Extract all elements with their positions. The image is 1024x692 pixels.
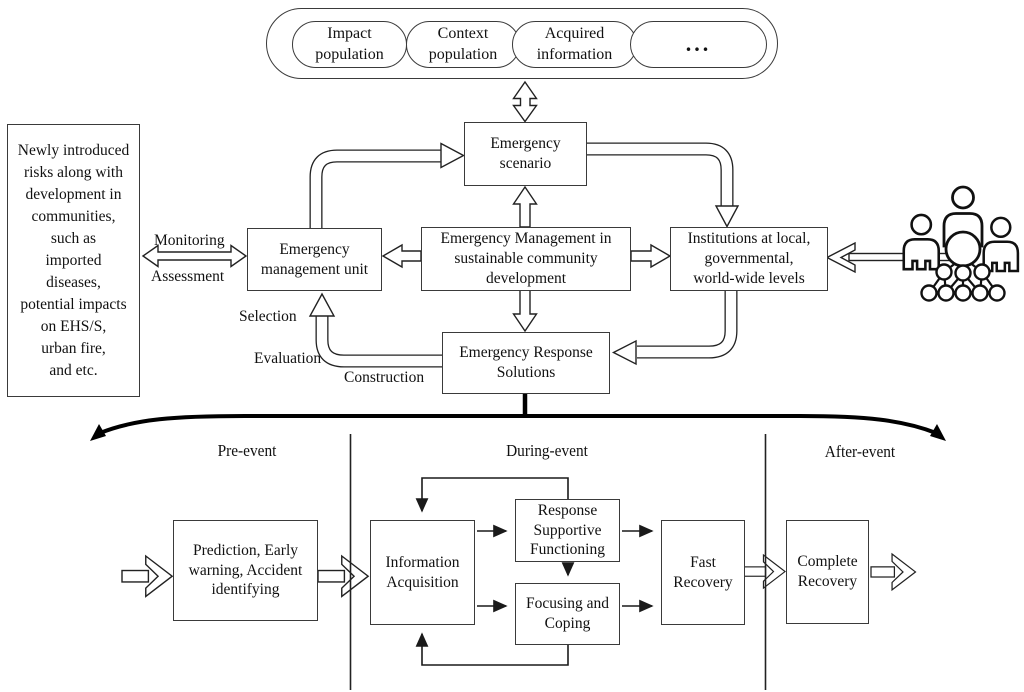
box-emergency-management-center: Emergency Management in sustainable comm… bbox=[421, 227, 631, 291]
flow-arrows bbox=[415, 477, 654, 666]
timeline-brace-arrow bbox=[90, 394, 946, 441]
people-group-icon bbox=[902, 185, 1020, 302]
box-focusing-coping: Focusing and Coping bbox=[515, 583, 620, 645]
arrow-center-to-solutions bbox=[512, 289, 538, 333]
box-prediction: Prediction, Early warning, Accident iden… bbox=[173, 520, 318, 621]
arrow-center-to-institutions bbox=[630, 243, 672, 269]
arrow-center-to-unit bbox=[381, 243, 422, 269]
label-after-event: After-event bbox=[824, 442, 896, 461]
double-arrow-monitoring-assessment bbox=[141, 244, 248, 268]
box-institutions: Institutions at local, governmental, wor… bbox=[670, 227, 828, 291]
box-complete-recovery: Complete Recovery bbox=[786, 520, 869, 624]
box-emergency-management-unit: Emergency management unit bbox=[247, 228, 382, 291]
box-information-acquisition: Information Acquisition bbox=[370, 520, 475, 625]
label-during-event: During-event bbox=[506, 441, 588, 460]
curved-arrow-unit-to-scenario bbox=[309, 142, 465, 228]
box-emergency-scenario: Emergency scenario bbox=[464, 122, 587, 186]
arrow-fast-to-complete bbox=[743, 554, 786, 589]
label-evaluation: Evaluation bbox=[254, 350, 322, 367]
curved-arrow-scenario-to-institutions bbox=[587, 142, 740, 228]
label-assessment: Assessment bbox=[151, 268, 225, 285]
arrow-pre-to-during bbox=[317, 555, 369, 598]
label-monitoring: Monitoring bbox=[154, 232, 225, 249]
pill-impact-population: Impact population bbox=[292, 21, 407, 68]
pill-acquired-information: Acquired information bbox=[512, 21, 637, 68]
curved-arrow-solutions-to-unit bbox=[308, 292, 442, 368]
arrow-center-to-scenario bbox=[512, 185, 538, 228]
box-emergency-response-solutions: Emergency Response Solutions bbox=[442, 332, 610, 394]
pill-ellipsis: ... bbox=[630, 21, 767, 68]
arrow-entry-pre-event bbox=[121, 555, 173, 598]
arrow-exit-after-event bbox=[870, 553, 917, 591]
label-pre-event: Pre-event bbox=[217, 441, 277, 460]
label-construction: Construction bbox=[344, 369, 425, 386]
label-selection: Selection bbox=[239, 308, 297, 325]
box-fast-recovery: Fast Recovery bbox=[661, 520, 745, 625]
curved-arrow-institutions-to-solutions bbox=[611, 290, 738, 366]
double-arrow-stadium-scenario bbox=[512, 80, 538, 123]
box-response-supportive: Response Supportive Functioning bbox=[515, 499, 620, 562]
box-new-risks: Newly introduced risks along with develo… bbox=[7, 124, 140, 397]
pill-context-population: Context population bbox=[406, 21, 520, 68]
